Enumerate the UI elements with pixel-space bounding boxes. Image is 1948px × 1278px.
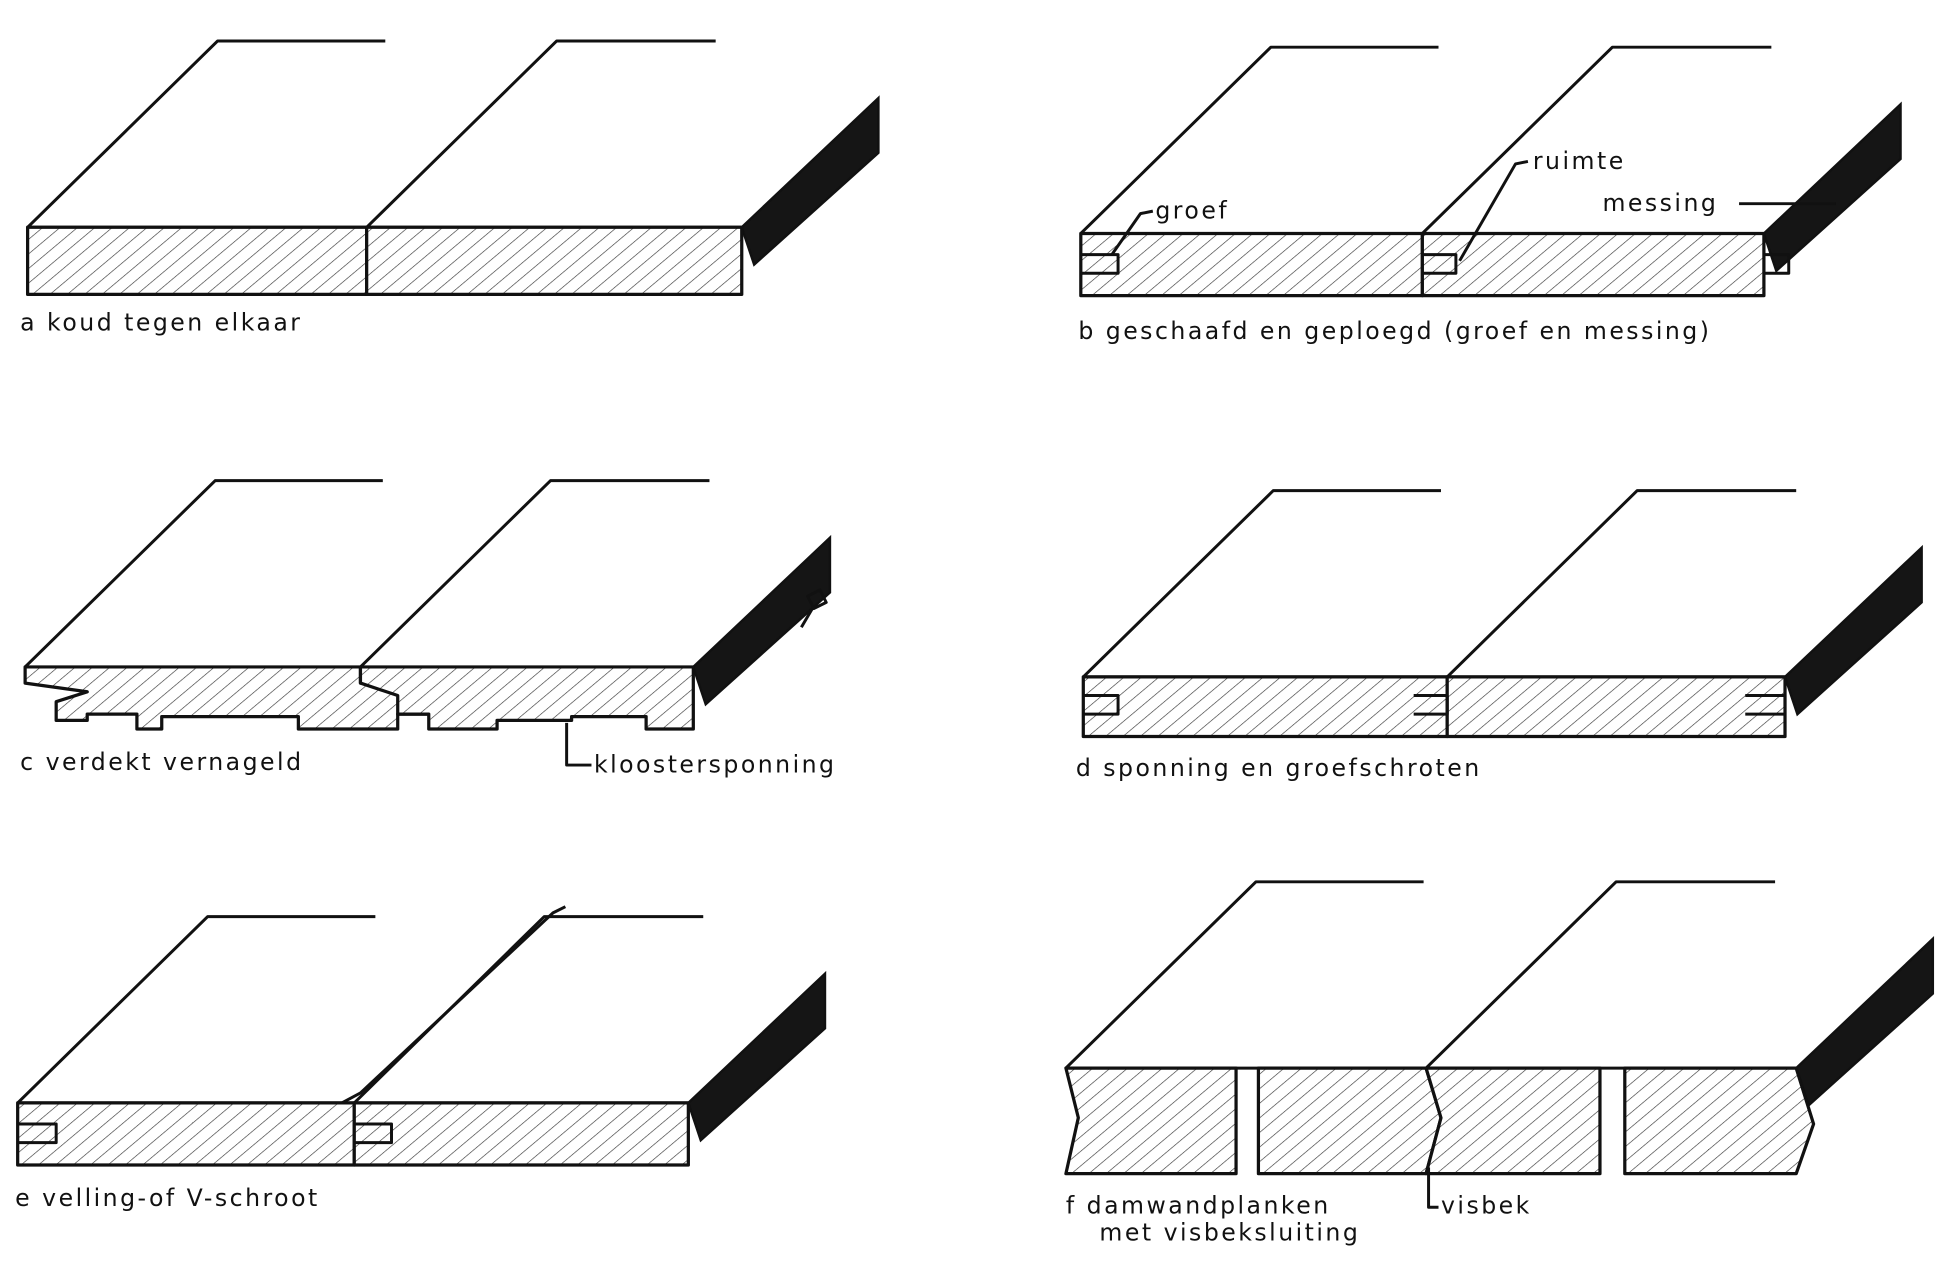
caption-f-line2: met visbeksluiting xyxy=(1099,1219,1360,1247)
leader-ruimte xyxy=(1458,159,1529,262)
plank-2-top-face-f xyxy=(1425,880,1776,1070)
plank-section-a-1 xyxy=(25,225,369,296)
plank-section-d-1 xyxy=(1081,675,1449,739)
plank-1-top-face-d xyxy=(1082,489,1441,678)
plank-1-top-face-e xyxy=(16,915,376,1104)
plank-1-top-face-f xyxy=(1064,880,1424,1070)
plank-side-d xyxy=(1783,544,1923,717)
plank-side-e xyxy=(686,970,827,1143)
joint-detail-b-3 xyxy=(1763,253,1791,275)
plank-1-top-face-b xyxy=(1079,45,1439,235)
caption-f-line1: f damwandplanken xyxy=(1066,1191,1331,1219)
plank-2-top-face-b xyxy=(1421,45,1772,235)
plank-section-f-4 xyxy=(1623,1066,1816,1176)
plank-section-f-3 xyxy=(1424,1066,1602,1176)
callout-messing: messing xyxy=(1602,189,1718,217)
caption-c: c verdekt vernageld xyxy=(20,748,303,776)
plank-section-e-1 xyxy=(16,1101,356,1167)
plank-side-a xyxy=(740,95,880,267)
plank-section-b-2 xyxy=(1420,231,1766,298)
caption-d: d sponning en groefschroten xyxy=(1076,754,1482,782)
plank-2-top-face-d xyxy=(1446,489,1797,678)
joint-detail-d-2 xyxy=(1413,694,1449,716)
caption-a: a koud tegen elkaar xyxy=(20,308,302,336)
plank-2-top-face-a xyxy=(365,39,716,229)
leader-kloostersponning xyxy=(565,722,592,767)
caption-e: e velling-of V-schroot xyxy=(15,1184,320,1212)
callout-visbek: visbek xyxy=(1441,1191,1532,1219)
leader-groef xyxy=(1110,209,1154,256)
plank-1-top-face-c xyxy=(24,479,383,669)
plank-section-e-2 xyxy=(352,1101,690,1167)
callout-ruimte: ruimte xyxy=(1533,147,1626,175)
joint-detail-c-1 xyxy=(800,588,828,628)
joint-detail-e-3 xyxy=(341,905,567,1105)
plank-2-top-face-c xyxy=(359,479,710,669)
plank-1-top-face-a xyxy=(26,39,386,229)
joint-detail-b-1 xyxy=(1080,253,1120,275)
plank-section-a-2 xyxy=(365,225,744,296)
plank-2-top-face-e xyxy=(353,915,704,1104)
callout-groef: groef xyxy=(1155,197,1229,225)
joint-detail-e-1 xyxy=(17,1122,58,1145)
joint-detail-d-1 xyxy=(1083,694,1120,716)
plank-section-b-1 xyxy=(1079,231,1424,298)
joint-detail-b-2 xyxy=(1422,253,1458,275)
callout-kloostersponning: kloostersponning xyxy=(594,751,837,779)
joint-detail-d-3 xyxy=(1745,694,1787,716)
plank-section-f-2 xyxy=(1256,1066,1443,1176)
plank-section-f-1 xyxy=(1064,1066,1238,1176)
plank-side-c xyxy=(691,534,832,707)
caption-b: b geschaafd en geploegd (groef en messin… xyxy=(1078,317,1711,345)
plank-section-c-2 xyxy=(358,665,695,731)
joint-detail-e-2 xyxy=(354,1122,394,1145)
leader-visbek xyxy=(1427,1167,1439,1209)
plank-side-f xyxy=(1794,936,1935,1108)
plank-side-b xyxy=(1762,101,1902,273)
plank-section-d-2 xyxy=(1445,675,1787,739)
